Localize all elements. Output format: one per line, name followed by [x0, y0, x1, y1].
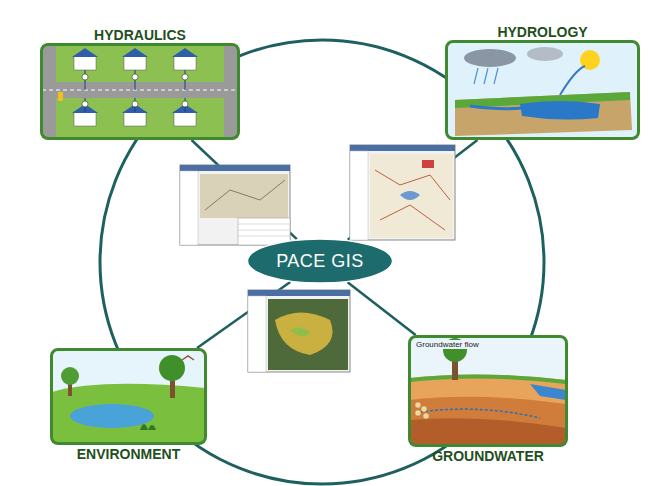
- topic-box: HYDRAULICS: [40, 43, 240, 140]
- spoke-line: [348, 140, 478, 240]
- topic-heading: HYDROLOGY: [497, 24, 587, 40]
- hub-label: PACE GIS: [276, 251, 364, 272]
- gis-screenshot: [248, 290, 350, 372]
- hydrology-illustration: [447, 42, 638, 138]
- hydraulics-illustration: [42, 45, 238, 138]
- topic-heading: GROUNDWATER: [432, 448, 544, 464]
- environment-illustration: [52, 350, 205, 443]
- gis-screenshot: [180, 165, 290, 245]
- hub-ellipse: PACE GIS: [246, 238, 394, 284]
- spoke-line: [348, 282, 416, 335]
- groundwater-illustration: [410, 337, 566, 445]
- topic-heading: ENVIRONMENT: [77, 446, 180, 462]
- topic-heading: HYDRAULICS: [94, 27, 186, 43]
- gis-screenshot: [350, 145, 455, 240]
- topic-box: GROUNDWATER: [408, 335, 568, 447]
- illustration-label: Groundwater flow: [414, 340, 481, 349]
- topic-box: HYDROLOGY: [445, 40, 640, 140]
- topic-box: ENVIRONMENT: [50, 348, 207, 445]
